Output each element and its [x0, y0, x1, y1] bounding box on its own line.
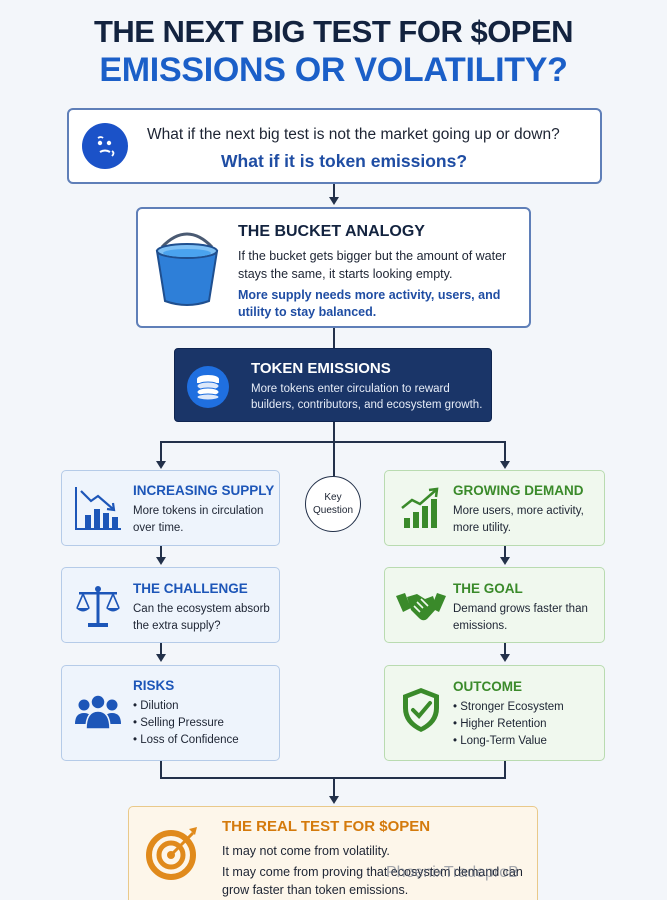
outcome-item: • Long-Term Value [453, 735, 547, 747]
real-test-text: It may not come from volatility. It may … [222, 842, 532, 899]
branch-line [160, 441, 505, 443]
risks-list: • Dilution • Selling Pressure • Loss of … [133, 698, 278, 749]
emissions-text: More tokens enter circulation to reward … [251, 383, 483, 411]
arrow-down-icon [500, 461, 510, 469]
bucket-text: If the bucket gets bigger but the amount… [238, 249, 507, 281]
page-title: THE NEXT BIG TEST FOR $OPEN [93, 14, 574, 49]
outcome-title: OUTCOME [453, 679, 522, 694]
arrow-down-icon [500, 654, 510, 662]
outcome-card: OUTCOME • Stronger Ecosystem • Higher Re… [384, 665, 605, 761]
risk-item: • Loss of Confidence [133, 734, 239, 746]
growing-demand-text: More users, more activity, more utility. [453, 505, 584, 534]
connector-line [333, 328, 335, 348]
real-test-title: THE REAL TEST FOR $OPEN [222, 818, 431, 835]
connector-line [333, 184, 335, 198]
connector-line [160, 643, 162, 655]
arrow-down-icon [329, 796, 339, 804]
outcome-list: • Stronger Ecosystem • Higher Retention … [453, 699, 598, 750]
shield-check-icon [395, 684, 447, 736]
real-test-line-2: It may come from proving that ecosystem … [222, 865, 523, 897]
key-question-line-1: Key [324, 492, 342, 503]
increasing-supply-text: More tokens in circulation over time. [133, 505, 264, 534]
connector-line [160, 761, 162, 778]
target-icon [145, 823, 203, 881]
declining-chart-icon [72, 483, 124, 533]
goal-text: Demand grows faster than emissions. [453, 603, 588, 632]
watermark: PhoenixTradeproB [386, 864, 519, 881]
connector-line [333, 441, 335, 476]
emissions-title: TOKEN EMISSIONS [251, 360, 391, 377]
connector-line [160, 441, 162, 462]
goal-title: THE GOAL [453, 581, 523, 596]
bucket-title: THE BUCKET ANALOGY [238, 223, 425, 240]
connector-line [504, 546, 506, 558]
arrow-down-icon [156, 654, 166, 662]
risks-title: RISKS [133, 678, 175, 693]
token-emissions-box: TOKEN EMISSIONS More tokens enter circul… [174, 348, 492, 422]
scales-icon [72, 582, 124, 630]
risk-item: • Dilution [133, 700, 179, 712]
connector-line [160, 546, 162, 558]
outcome-item: • Stronger Ecosystem [453, 701, 564, 713]
key-question-line-2: Question [312, 505, 354, 516]
question-line-2: What if it is token emissions? [221, 151, 468, 171]
real-test-box: THE REAL TEST FOR $OPEN It may not come … [128, 806, 538, 900]
page-subtitle: EMISSIONS OR VOLATILITY? [99, 51, 568, 89]
growth-chart-icon [395, 483, 447, 533]
connector-line [504, 761, 506, 778]
growing-demand-title: GROWING DEMAND [453, 483, 584, 498]
bucket-icon [152, 229, 222, 309]
challenge-text: Can the ecosystem absorb the extra suppl… [133, 603, 270, 632]
arrow-down-icon [500, 557, 510, 565]
risk-item: • Selling Pressure [133, 717, 224, 729]
risks-card: RISKS • Dilution • Selling Pressure • Lo… [61, 665, 280, 761]
question-line-1: What if the next big test is not the mar… [147, 126, 560, 143]
people-icon [72, 688, 124, 736]
thinking-face-icon [82, 123, 128, 169]
connector-line [333, 777, 335, 797]
arrow-down-icon [329, 197, 339, 205]
connector-line [504, 643, 506, 655]
handshake-icon [393, 582, 449, 630]
bucket-analogy-box: THE BUCKET ANALOGY If the bucket gets bi… [136, 207, 531, 328]
key-question-circle: Key Question [305, 476, 361, 532]
arrow-down-icon [156, 557, 166, 565]
question-box: What if the next big test is not the mar… [67, 108, 602, 184]
coin-stack-icon [187, 366, 229, 408]
increasing-supply-title: INCREASING SUPPLY [133, 483, 275, 498]
growing-demand-card: GROWING DEMAND More users, more activity… [384, 470, 605, 546]
challenge-card: THE CHALLENGE Can the ecosystem absorb t… [61, 567, 280, 643]
challenge-title: THE CHALLENGE [133, 581, 248, 596]
bucket-note: More supply needs more activity, users, … [238, 288, 501, 319]
goal-card: THE GOAL Demand grows faster than emissi… [384, 567, 605, 643]
connector-line [333, 422, 335, 442]
real-test-line-1: It may not come from volatility. [222, 844, 390, 858]
arrow-down-icon [156, 461, 166, 469]
increasing-supply-card: INCREASING SUPPLY More tokens in circula… [61, 470, 280, 546]
outcome-item: • Higher Retention [453, 718, 547, 730]
connector-line [504, 441, 506, 462]
